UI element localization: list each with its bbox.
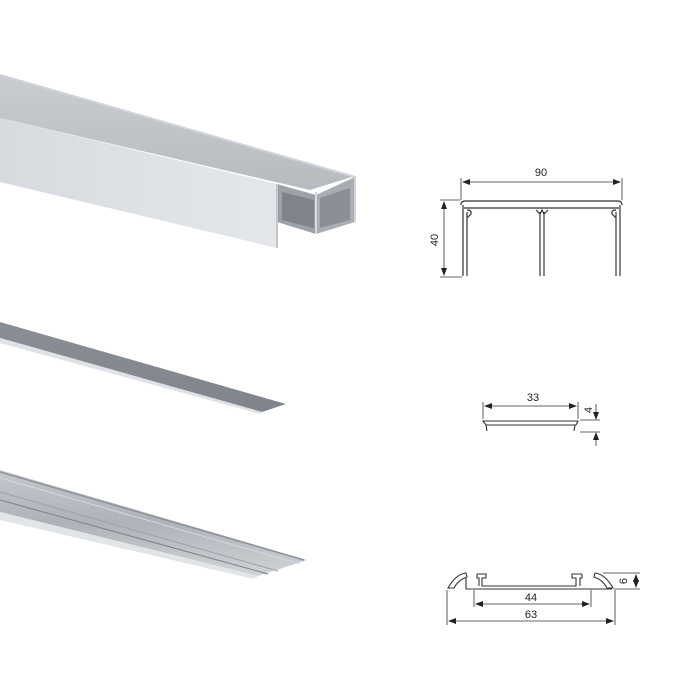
bottom-track-inner-width-label: 44 bbox=[525, 592, 537, 604]
bottom-track-outer-width-label: 63 bbox=[525, 609, 537, 621]
bottom-track-dims bbox=[446, 572, 640, 625]
top-track-width-label: 90 bbox=[535, 167, 547, 179]
top-track-height-label: 40 bbox=[429, 234, 441, 246]
top-track-dims bbox=[440, 178, 623, 278]
bottom-track-height-label: 6 bbox=[618, 578, 630, 584]
cover-strip-render bbox=[0, 322, 286, 414]
bottom-track-render bbox=[0, 470, 307, 579]
cover-strip-dims bbox=[482, 402, 600, 446]
bottom-track-drawing bbox=[447, 572, 614, 590]
cover-strip-drawing bbox=[481, 420, 579, 432]
cover-strip-width-label: 33 bbox=[527, 392, 539, 404]
top-track-render bbox=[0, 74, 356, 248]
cover-strip-height-label: 4 bbox=[583, 407, 595, 413]
top-track-drawing bbox=[460, 200, 623, 276]
